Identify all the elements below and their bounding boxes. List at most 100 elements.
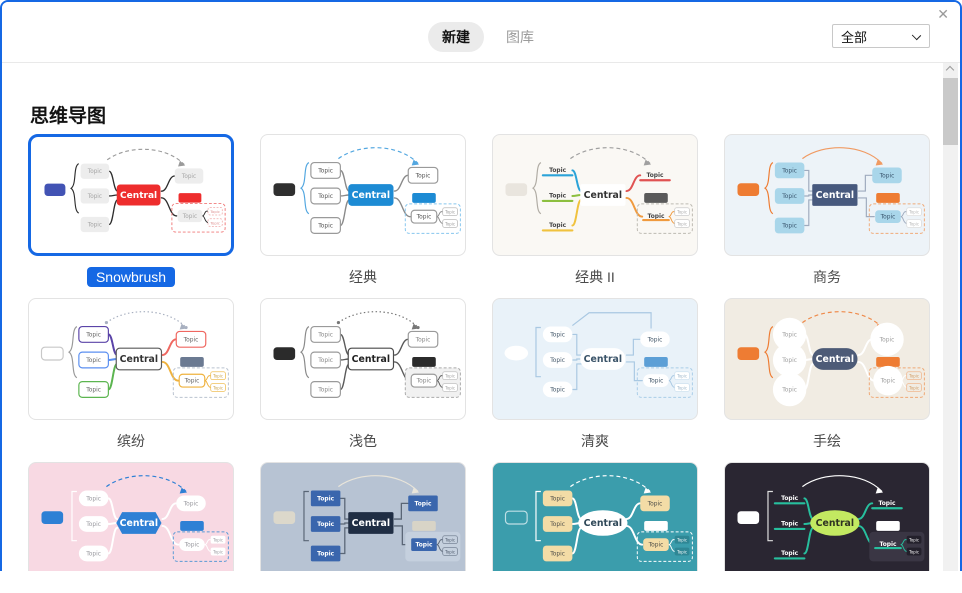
svg-text:Topic: Topic [880,215,896,221]
tab-bar: 新建 图库 [2,22,960,52]
svg-text:Topic: Topic [87,194,102,200]
svg-text:Topic: Topic [87,169,102,175]
svg-text:Topic: Topic [648,543,664,549]
svg-text:Topic: Topic [415,543,433,549]
svg-text:Topic: Topic [85,387,101,393]
template-thumbnail-grayblue: TopicTopicTopicTopicTopicTopicTopicCentr… [273,475,461,562]
scrollbar[interactable] [943,63,958,571]
svg-text:Topic: Topic [879,337,895,343]
svg-text:Topic: Topic [549,223,567,229]
scrollbar-thumb[interactable] [943,78,958,145]
svg-text:Topic: Topic [549,193,567,199]
svg-text:Topic: Topic [317,551,335,557]
svg-text:Topic: Topic [85,358,101,364]
svg-text:Topic: Topic [781,194,797,200]
svg-text:Topic: Topic [415,173,431,179]
svg-text:Central: Central [120,518,158,529]
filter-select-value: 全部 [841,29,868,45]
template-label-text-business: 商务 [813,269,841,285]
svg-text:Topic: Topic [676,221,687,226]
svg-text:Central: Central [816,518,854,529]
svg-text:Topic: Topic [85,551,101,557]
svg-text:Topic: Topic [781,521,799,527]
svg-text:Topic: Topic [781,358,797,364]
template-thumbnail-light: TopicTopicTopicTopicTopicTopicTopicCentr… [273,311,461,398]
svg-text:Topic: Topic [781,223,797,229]
svg-text:Topic: Topic [317,496,335,502]
template-label-classic: 经典 [260,256,466,298]
svg-text:Topic: Topic [87,222,102,228]
template-label-text-snowbrush: Snowbrush [86,267,176,287]
topbar: 新建 图库 全部 [2,2,960,63]
svg-text:Topic: Topic [444,549,455,554]
template-thumbnail-fresh: TopicTopicTopicTopicTopicTopicTopicCentr… [504,312,693,398]
section-title: 思维导图 [30,106,107,127]
template-thumbnail-colorful: TopicTopicTopicTopicTopicTopicTopicCentr… [40,311,229,398]
svg-text:Topic: Topic [676,209,687,214]
svg-text:Topic: Topic [878,501,896,507]
template-label-text-classic: 经典 [349,269,377,285]
template-label-hand: 手绘 [724,420,930,462]
svg-text:Topic: Topic [676,549,687,554]
svg-text:Central: Central [584,190,622,201]
svg-text:Topic: Topic [181,174,196,180]
template-label-text-light: 浅色 [349,433,377,449]
close-icon[interactable]: ✕ [937,6,949,22]
svg-text:Topic: Topic [908,209,919,214]
svg-text:Topic: Topic [416,215,432,221]
svg-text:Topic: Topic [85,522,101,528]
svg-text:Central: Central [584,518,622,529]
svg-text:Topic: Topic [416,379,432,385]
svg-text:Topic: Topic [444,373,455,378]
svg-text:Topic: Topic [85,496,101,502]
template-thumbnail-dark: TopicTopicTopicTopicTopicTopicTopicCentr… [737,475,925,562]
scroll-up-icon[interactable] [945,65,955,75]
template-label-text-colorful: 缤纷 [117,433,145,449]
tab-gallery[interactable]: 图库 [506,29,534,45]
svg-text:Topic: Topic [879,542,897,548]
svg-text:Topic: Topic [908,549,919,554]
template-thumbnail-teal: TopicTopicTopicTopicTopicTopicTopicCentr… [504,475,693,562]
template-thumbnail-hand: TopicTopicTopicTopicTopicTopicTopicCentr… [737,311,925,407]
svg-text:Topic: Topic [647,501,663,507]
svg-text:Topic: Topic [781,551,799,557]
svg-text:Topic: Topic [317,332,333,338]
svg-text:Topic: Topic [676,373,687,378]
svg-text:Topic: Topic [781,332,797,338]
template-thumbnail-snowbrush: TopicTopicTopicTopicTopicTopicTopicCentr… [44,148,226,233]
svg-text:Topic: Topic [781,387,797,393]
svg-text:Central: Central [120,354,158,365]
svg-text:Topic: Topic [647,337,663,343]
template-thumbnail-business: TopicTopicTopicTopicTopicTopicTopicCentr… [737,147,925,234]
svg-text:Central: Central [120,191,157,201]
tab-new[interactable]: 新建 [428,22,484,52]
svg-text:Central: Central [584,354,622,365]
filter-select[interactable]: 全部 [832,24,930,48]
svg-text:Topic: Topic [908,385,919,390]
svg-text:Topic: Topic [781,168,797,174]
svg-text:Central: Central [352,518,390,529]
svg-text:Topic: Topic [212,373,223,378]
svg-text:Topic: Topic [414,501,432,507]
template-label-text-hand: 手绘 [813,433,841,449]
svg-text:Topic: Topic [444,221,455,226]
